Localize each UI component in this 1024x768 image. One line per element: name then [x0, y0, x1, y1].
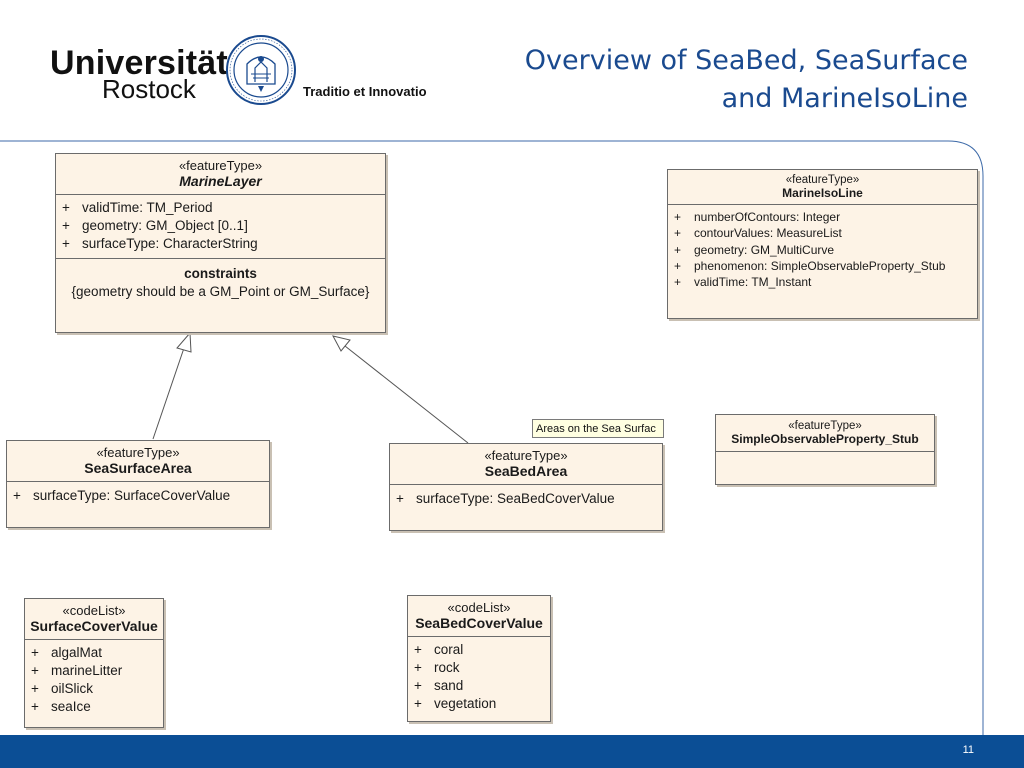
- uml-codelist-seabedcovervalue: «codeList» SeaBedCoverValue +coral +rock…: [407, 595, 551, 722]
- stereotype-label: «featureType»: [788, 420, 862, 432]
- uml-class-simpleobservableproperty-stub: «featureType» SimpleObservableProperty_S…: [715, 414, 935, 485]
- attribute-list: +validTime: TM_Period +geometry: GM_Obje…: [56, 195, 385, 258]
- attribute-row: +oilSlick: [31, 681, 94, 696]
- slide-title-line1: Overview of SeaBed, SeaSurface: [524, 45, 968, 76]
- stereotype-label: «featureType»: [484, 448, 568, 463]
- attribute-row: +phenomenon: SimpleObservableProperty_St…: [674, 258, 946, 273]
- slide-title-line2: and MarineIsoLine: [721, 83, 968, 114]
- class-header: «featureType» MarineIsoLine: [668, 170, 977, 205]
- attribute-row: +validTime: TM_Period: [62, 200, 213, 215]
- attribute-row: +sand: [414, 678, 464, 693]
- class-header: «featureType» SeaSurfaceArea: [7, 441, 269, 482]
- class-name: SeaBedCoverValue: [415, 615, 543, 631]
- university-seal-icon: [226, 35, 296, 105]
- class-name: MarineLayer: [179, 173, 262, 189]
- generalization-line-seabed: [344, 345, 469, 444]
- constraints-text: {geometry should be a GM_Point or GM_Sur…: [71, 284, 370, 299]
- slide-header: Universität Rostock Traditio et Innovati…: [0, 0, 1024, 140]
- class-name: MarineIsoLine: [782, 186, 863, 200]
- attribute-list: +algalMat +marineLitter +oilSlick +seaIc…: [25, 640, 163, 719]
- slide-footer-bar: 11: [0, 735, 1024, 768]
- stereotype-label: «codeList»: [447, 600, 511, 615]
- stereotype-label: «featureType»: [178, 158, 263, 173]
- class-header: «featureType» SimpleObservableProperty_S…: [716, 415, 934, 452]
- attribute-row: +coral: [414, 642, 464, 657]
- logo-universitaet: Universität: [50, 44, 228, 82]
- attribute-row: +surfaceType: SurfaceCoverValue: [13, 488, 231, 503]
- constraints-section: constraints {geometry should be a GM_Poi…: [56, 258, 385, 304]
- attribute-row: +algalMat: [31, 645, 103, 660]
- attribute-row: +marineLitter: [31, 663, 123, 678]
- generalization-arrowhead-seasurface: [176, 331, 192, 353]
- constraints-title: constraints: [184, 266, 257, 281]
- attribute-row: +numberOfContours: Integer: [674, 210, 841, 224]
- attribute-list: +surfaceType: SeaBedCoverValue: [390, 485, 662, 511]
- class-name: SurfaceCoverValue: [30, 618, 158, 634]
- attribute-list: +numberOfContours: Integer +contourValue…: [668, 205, 977, 293]
- class-header: «featureType» MarineLayer: [56, 154, 385, 195]
- class-name: SimpleObservableProperty_Stub: [731, 432, 919, 446]
- attribute-list: +surfaceType: SurfaceCoverValue: [7, 482, 269, 508]
- attribute-row: +surfaceType: CharacterString: [62, 236, 258, 251]
- attribute-row: +rock: [414, 660, 460, 675]
- class-name: SeaBedArea: [484, 463, 568, 479]
- generalization-arrowhead-seabed: [332, 335, 351, 352]
- attribute-row: +vegetation: [414, 696, 497, 711]
- attribute-row: +contourValues: MeasureList: [674, 226, 842, 241]
- uml-class-marinelayer: «featureType» MarineLayer +validTime: TM…: [55, 153, 386, 333]
- logo-rostock: Rostock: [102, 74, 196, 104]
- attribute-row: +validTime: TM_Instant: [674, 275, 812, 290]
- uml-class-seasurfacearea: «featureType» SeaSurfaceArea +surfaceTyp…: [6, 440, 270, 528]
- class-name: SeaSurfaceArea: [84, 460, 192, 476]
- attribute-list: +coral +rock +sand +vegetation: [408, 637, 550, 716]
- attribute-row: +geometry: GM_MultiCurve: [674, 242, 835, 257]
- attribute-row: +surfaceType: SeaBedCoverValue: [396, 491, 615, 506]
- page-number: 11: [962, 744, 974, 756]
- stereotype-label: «featureType»: [785, 174, 860, 186]
- generalization-line-seasurface: [152, 347, 185, 440]
- stereotype-label: «codeList»: [62, 603, 126, 618]
- attribute-row: +seaIce: [31, 699, 91, 714]
- university-motto: Traditio et Innovatio: [303, 84, 427, 99]
- stereotype-label: «featureType»: [96, 445, 180, 460]
- slide-title: Overview of SeaBed, SeaSurface and Marin…: [428, 42, 968, 118]
- uml-class-marineisoline: «featureType» MarineIsoLine +numberOfCon…: [667, 169, 978, 319]
- class-header: «codeList» SurfaceCoverValue: [25, 599, 163, 640]
- hover-tooltip: Areas on the Sea Surfac: [532, 419, 664, 438]
- uml-codelist-surfacecovervalue: «codeList» SurfaceCoverValue +algalMat +…: [24, 598, 164, 728]
- class-header: «codeList» SeaBedCoverValue: [408, 596, 550, 637]
- uml-class-seabedarea: «featureType» SeaBedArea +surfaceType: S…: [389, 443, 663, 531]
- attribute-row: +geometry: GM_Object [0..1]: [62, 218, 248, 233]
- class-header: «featureType» SeaBedArea: [390, 444, 662, 485]
